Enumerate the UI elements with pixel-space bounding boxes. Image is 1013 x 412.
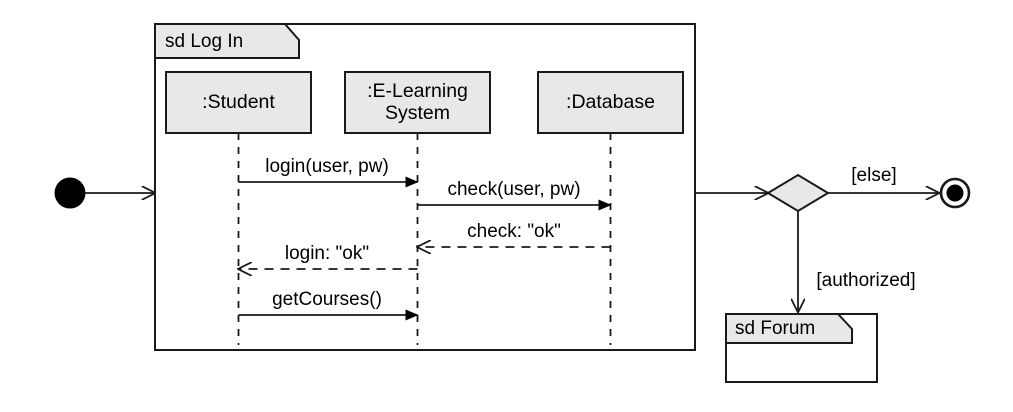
message-label-check-call: check(user, pw) — [447, 179, 580, 200]
lifeline-label-elearning-system-line2: System — [385, 102, 450, 124]
lifeline-box-student — [165, 71, 312, 134]
initial-node — [54, 177, 86, 209]
forum-label-tab — [725, 313, 853, 344]
frame-label-tab — [154, 23, 300, 59]
activity-final-node-core — [946, 184, 964, 202]
message-label-login-call: login(user, pw) — [265, 156, 389, 177]
frame-label-text: sd Log In — [165, 31, 243, 52]
forum-label-text: sd Forum — [735, 318, 815, 339]
guard-label-authorized: [authorized] — [816, 270, 915, 291]
message-label-check-return: check: "ok" — [467, 221, 561, 242]
lifeline-label-student: :Student — [202, 91, 275, 113]
decision-diamond — [766, 173, 830, 213]
message-label-getcourses-call: getCourses() — [272, 289, 382, 310]
guard-label-else: [else] — [851, 165, 896, 186]
lifeline-label-database: :Database — [566, 91, 655, 113]
message-label-login-return: login: "ok" — [285, 243, 369, 264]
lifeline-label-elearning-system-line1: :E-Learning — [367, 80, 468, 102]
lifeline-box-database — [537, 71, 684, 134]
